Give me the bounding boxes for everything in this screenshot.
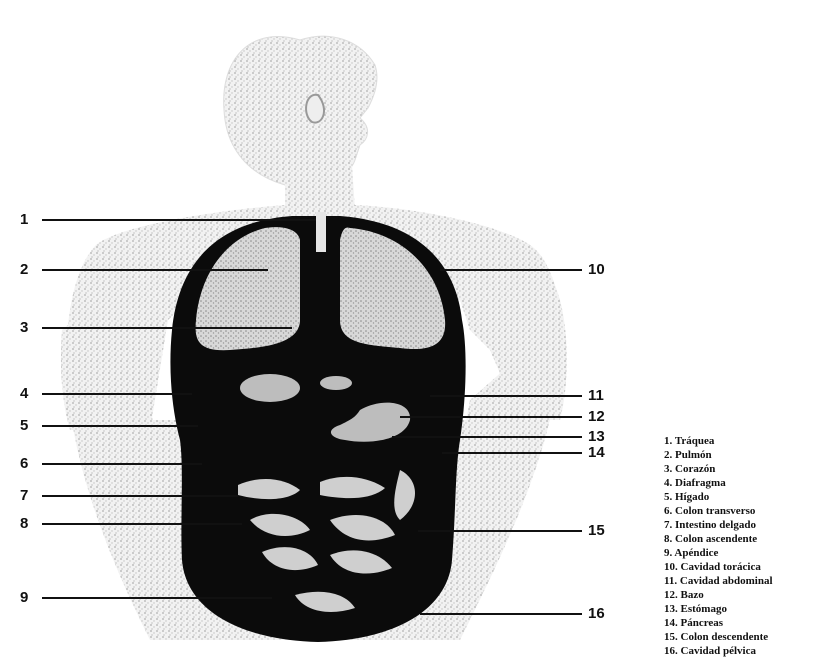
label-11-leader (430, 395, 582, 397)
legend-item: 15. Colon descendente (664, 630, 773, 644)
legend-item: 1. Tráquea (664, 434, 773, 448)
legend-item: 13. Estómago (664, 602, 773, 616)
label-5-leader (42, 425, 198, 427)
label-15-leader (418, 530, 582, 532)
label-5-number: 5 (20, 418, 28, 433)
label-9-number: 9 (20, 590, 28, 605)
label-8-leader (42, 523, 242, 525)
label-2-leader (42, 269, 268, 271)
ear (306, 95, 324, 123)
label-16-leader (420, 613, 582, 615)
label-6-leader (42, 463, 202, 465)
label-12-leader (400, 416, 582, 418)
label-1-leader (42, 219, 316, 221)
legend-item: 6. Colon transverso (664, 504, 773, 518)
label-4-number: 4 (20, 386, 28, 401)
label-12-number: 12 (588, 409, 605, 424)
legend-item: 14. Páncreas (664, 616, 773, 630)
legend-item: 7. Intestino delgado (664, 518, 773, 532)
legend-item: 4. Diafragma (664, 476, 773, 490)
label-7-leader (42, 495, 238, 497)
label-10-leader (440, 269, 582, 271)
legend-item: 12. Bazo (664, 588, 773, 602)
liver (240, 374, 300, 402)
legend-item: 10. Cavidad torácica (664, 560, 773, 574)
head (224, 36, 377, 188)
label-16-number: 16 (588, 606, 605, 621)
label-13-number: 13 (588, 429, 605, 444)
label-8-number: 8 (20, 516, 28, 531)
label-15-number: 15 (588, 523, 605, 538)
legend-item: 16. Cavidad pélvica (664, 644, 773, 658)
trachea (316, 212, 326, 252)
label-10-number: 10 (588, 262, 605, 277)
legend-item: 9. Apéndice (664, 546, 773, 560)
label-13-leader (392, 436, 582, 438)
label-1-number: 1 (20, 212, 28, 227)
label-14-leader (442, 452, 582, 454)
label-7-number: 7 (20, 488, 28, 503)
legend-item: 5. Hígado (664, 490, 773, 504)
spleen-area (320, 376, 352, 390)
label-6-number: 6 (20, 456, 28, 471)
legend-item: 2. Pulmón (664, 448, 773, 462)
legend-item: 3. Corazón (664, 462, 773, 476)
label-4-leader (42, 393, 192, 395)
label-14-number: 14 (588, 445, 605, 460)
label-9-leader (42, 597, 272, 599)
label-3-leader (42, 327, 292, 329)
legend-item: 8. Colon ascendente (664, 532, 773, 546)
legend-item: 11. Cavidad abdominal (664, 574, 773, 588)
label-3-number: 3 (20, 320, 28, 335)
label-11-number: 11 (588, 388, 604, 403)
label-2-number: 2 (20, 262, 28, 277)
legend: 1. Tráquea 2. Pulmón 3. Corazón 4. Diafr… (664, 434, 773, 658)
